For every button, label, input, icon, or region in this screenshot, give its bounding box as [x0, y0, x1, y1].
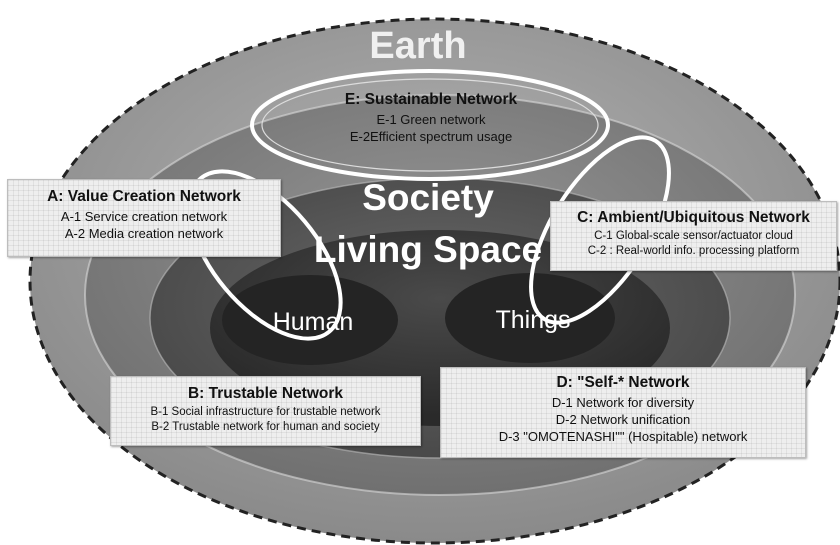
human-oval — [222, 275, 398, 365]
network-item: D-1 Network for diversity — [551, 395, 695, 410]
network-item: B-1 Social infrastructure for trustable … — [150, 406, 381, 418]
network-item: D-3 "OMOTENASHI"" (Hospitable) network — [498, 429, 748, 444]
network-item: D-2 Network unification — [555, 412, 691, 427]
network-title: E: Sustainable Network — [344, 91, 518, 108]
network-box-trustable: B: Trustable Network B-1 Social infrastr… — [110, 376, 421, 446]
network-title: D: "Self-* Network — [556, 374, 690, 391]
living-space-label: Living Space — [314, 229, 542, 270]
ring-top-inner — [261, 78, 599, 172]
network-box-ambient-ubiquitous: C: Ambient/Ubiquitous Network C-1 Global… — [550, 201, 837, 271]
network-item: A-2 Media creation network — [64, 226, 224, 241]
network-item: E-2Efficient spectrum usage — [349, 129, 513, 144]
network-title: C: Ambient/Ubiquitous Network — [577, 209, 810, 226]
network-box-sustainable: E: Sustainable Network E-1 Green network… — [318, 90, 544, 156]
earth-label: Earth — [369, 25, 466, 67]
network-item: C-2 : Real-world info. processing platfo… — [587, 245, 800, 257]
earth-boundary — [28, 17, 840, 545]
network-box-self-star: D: "Self-* Network D-1 Network for diver… — [440, 367, 806, 458]
ring-left — [187, 169, 343, 341]
network-box-value-creation: A: Value Creation Network A-1 Service cr… — [7, 179, 281, 257]
human-label: Human — [273, 308, 354, 336]
network-title: B: Trustable Network — [187, 385, 344, 402]
network-item: C-1 Global-scale sensor/actuator cloud — [594, 230, 793, 242]
network-item: B-2 Trustable network for human and soci… — [151, 421, 380, 433]
ring-top — [250, 69, 610, 181]
things-label: Things — [495, 306, 570, 334]
things-oval — [445, 273, 615, 363]
network-item: A-1 Service creation network — [60, 209, 228, 224]
society-label: Society — [362, 177, 494, 218]
network-title: A: Value Creation Network — [47, 188, 241, 205]
network-item: E-1 Green network — [376, 112, 486, 127]
